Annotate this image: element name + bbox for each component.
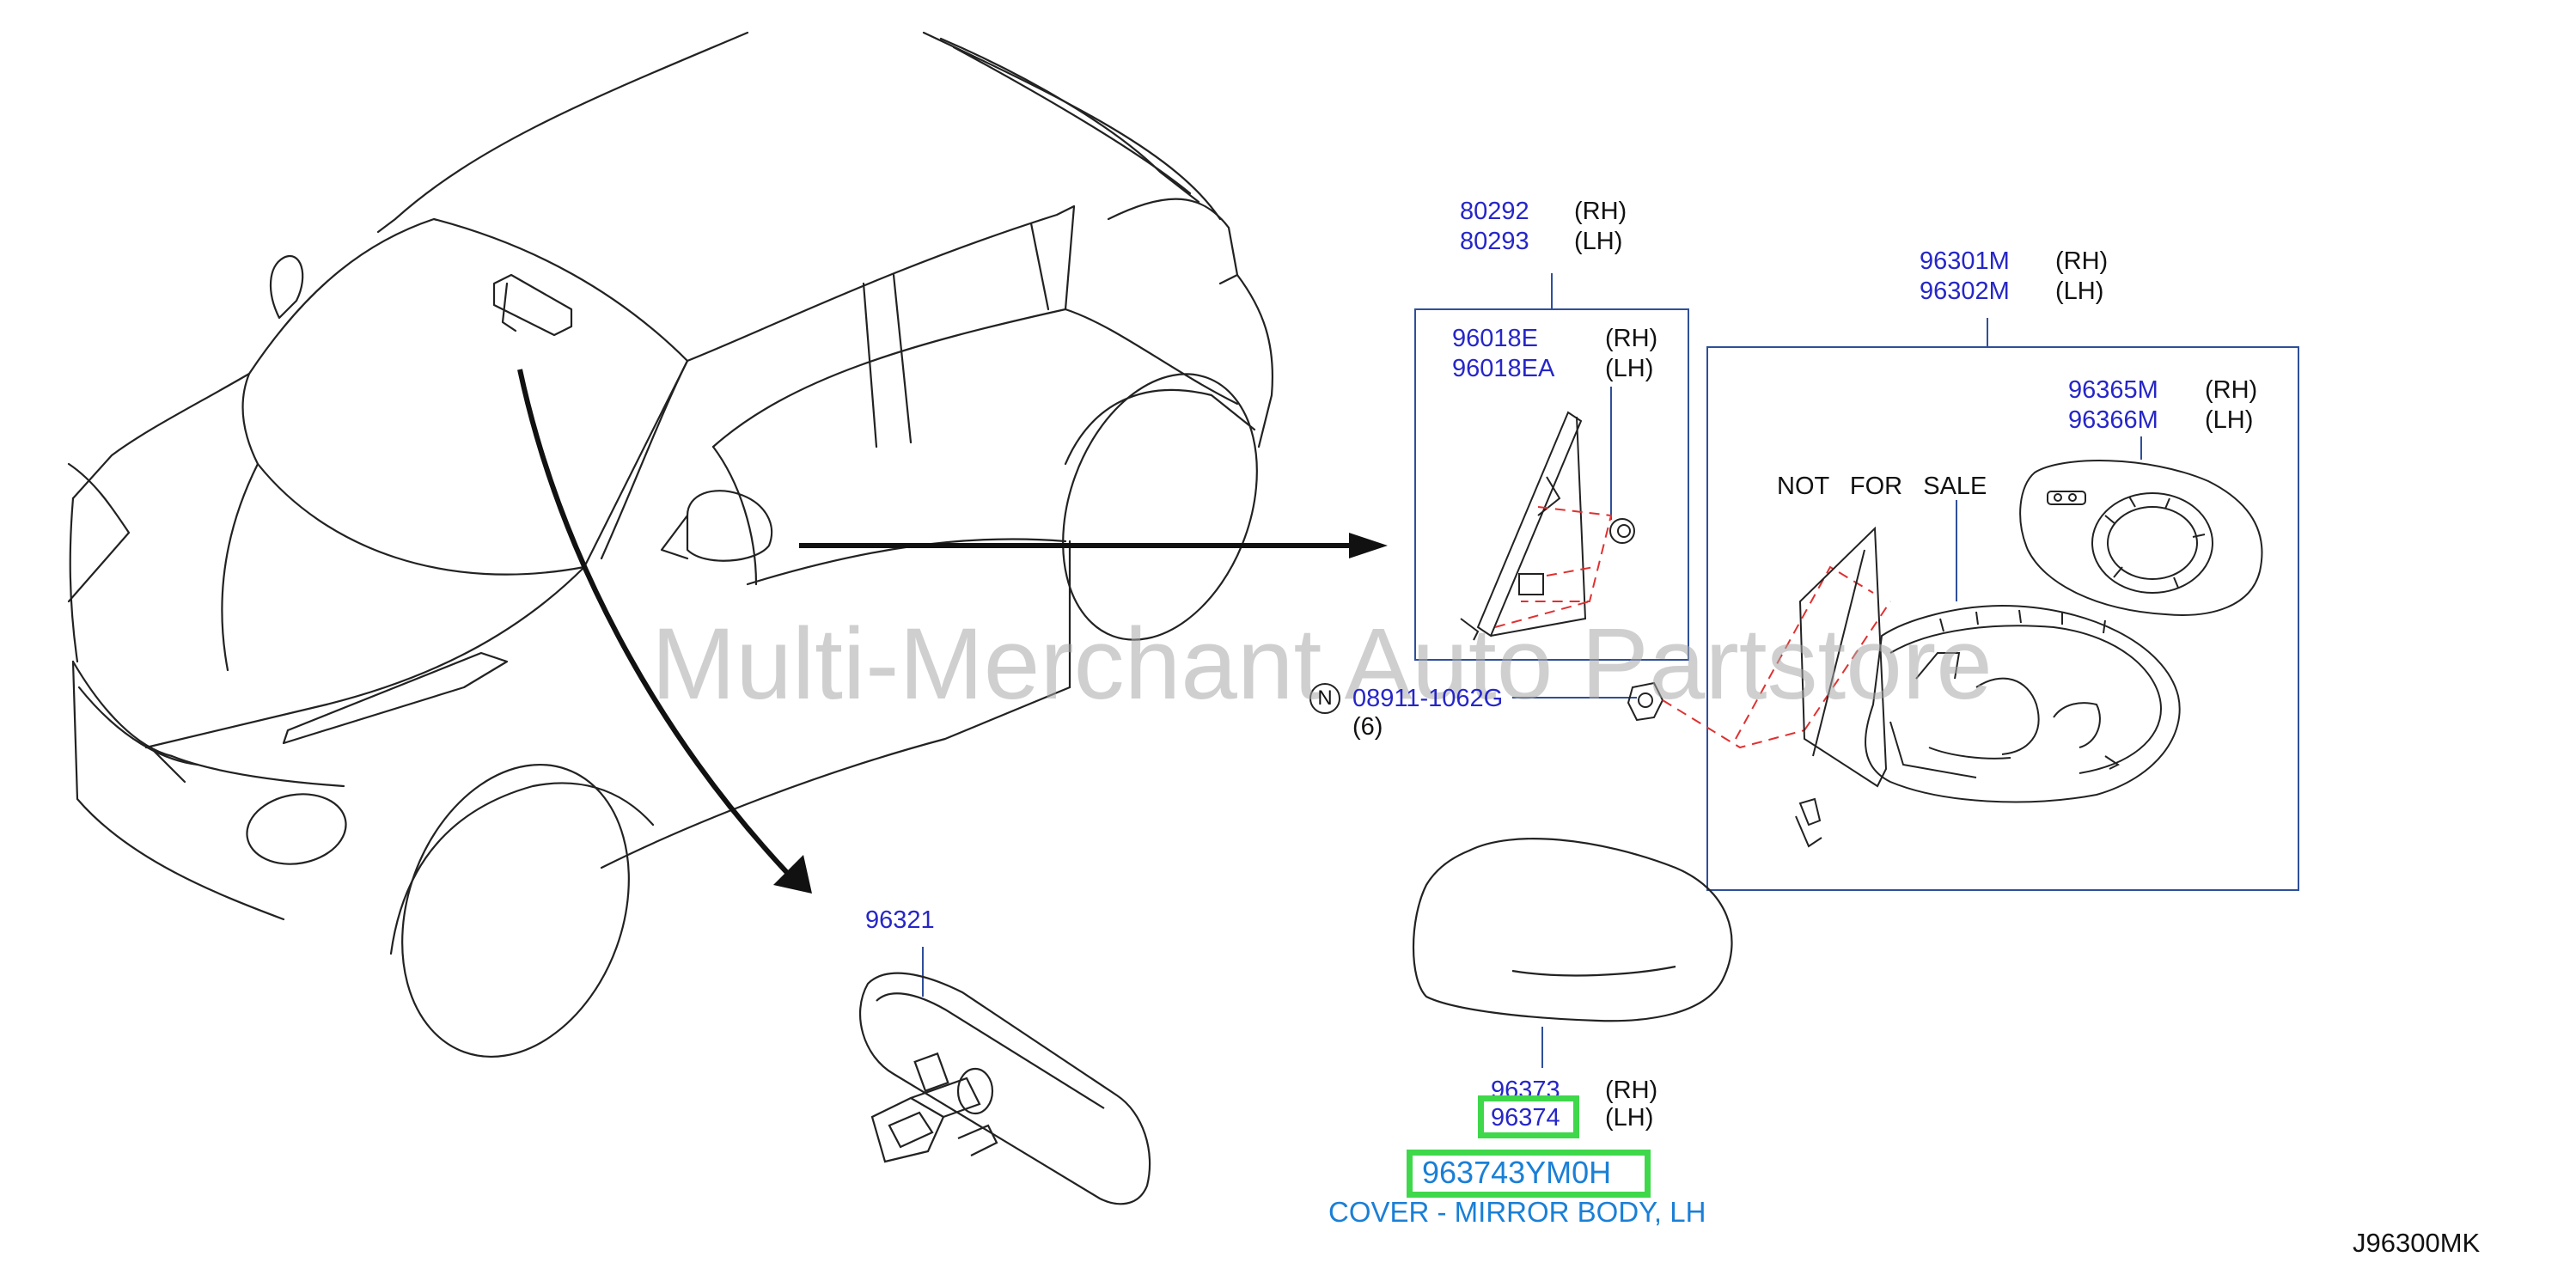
side-96365M: (RH) [2205,376,2258,404]
side-96301M: (RH) [2055,247,2109,275]
arrow-to-rearview-mirror [517,369,793,879]
highlight-box-selected [1407,1150,1651,1198]
watermark-text: Multi-Merchant Auto Partstore [651,607,1993,721]
side-80292: (RH) [1574,198,1627,225]
side-80293: (LH) [1574,228,1623,255]
door-mirror-assembly [1795,460,2263,848]
side-96366M: (LH) [2205,406,2254,434]
part-number-80292[interactable]: 80292 [1460,198,1529,225]
callout-arrows [517,369,1362,879]
not-for-sale-label: NOT FOR SALE [1777,473,1987,500]
side-96018E: (RH) [1605,325,1658,352]
part-number-96018EA[interactable]: 96018EA [1452,355,1555,382]
nut-graphic [1309,681,1664,722]
highlight-box-96374 [1478,1095,1579,1138]
part-number-96374[interactable]: 96374 [1491,1104,1560,1132]
nut-dashed-lines [1662,565,1891,749]
side-96373: (RH) [1605,1077,1658,1104]
car-illustration [67,31,1274,1058]
part-number-08911-1062G[interactable]: 08911-1062G [1352,685,1504,712]
frame-mirror-assembly [1706,346,2299,891]
side-96374: (LH) [1605,1104,1654,1132]
part-number-96365M[interactable]: 96365M [2068,376,2158,404]
mirror-body-cover [1412,838,1733,1022]
nut-symbol-circle [1309,683,1340,714]
nut-symbol: N [1317,686,1333,710]
part-number-96302M[interactable]: 96302M [1920,278,2010,305]
part-number-96366M[interactable]: 96366M [2068,406,2158,434]
rearview-mirror [859,972,1151,1205]
part-number-96321[interactable]: 96321 [865,906,935,934]
frames [1414,308,2299,891]
nut-quantity: (6) [1352,713,1383,741]
part-number-96301M[interactable]: 96301M [1920,247,2010,275]
side-96302M: (LH) [2055,278,2104,305]
diagram-code: J96300MK [2353,1228,2481,1258]
selected-part-number[interactable]: 963743YM0H [1422,1155,1612,1190]
leader-lines [922,273,2142,1068]
side-96018EA: (LH) [1605,355,1654,382]
finisher-dashed-lines [1494,506,1613,628]
part-number-96018E[interactable]: 96018E [1452,325,1538,352]
part-number-80293[interactable]: 80293 [1460,228,1529,255]
mirror-finisher [1460,411,1635,641]
arrow-heads [773,533,1388,894]
selected-part-description: COVER - MIRROR BODY, LH [1328,1196,1706,1228]
